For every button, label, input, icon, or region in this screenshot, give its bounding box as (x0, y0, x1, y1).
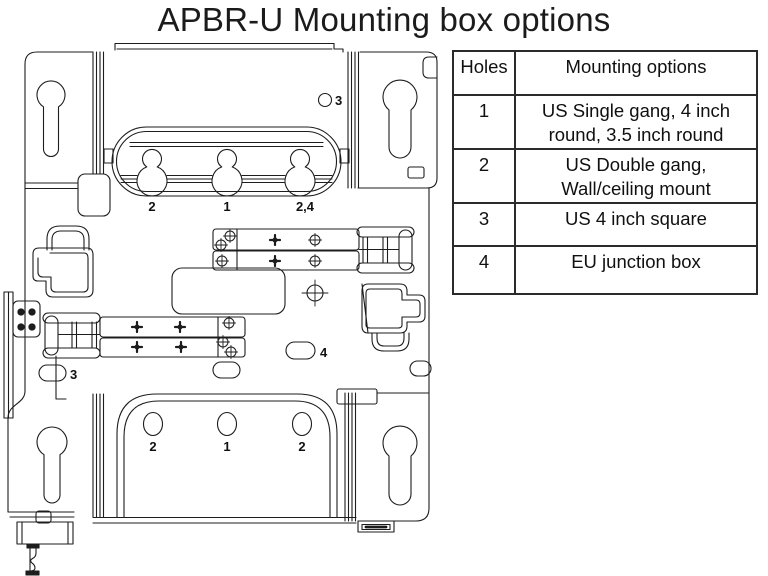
bottom-left-tab (16, 510, 74, 545)
keyhole-slot-bottom-right (382, 425, 418, 506)
crosshair-target (301, 279, 329, 307)
square-box-hole (317, 92, 333, 108)
bottom-hole-3 (291, 411, 313, 437)
center-window-cutout (171, 267, 286, 315)
keyhole-top-3 (284, 148, 316, 197)
label-left-slot: 3 (70, 367, 77, 382)
bottom-hole-1 (142, 411, 164, 437)
oval-slot-3 (38, 364, 67, 382)
hole-number-cell: 1 (452, 94, 516, 150)
keyhole-top-2 (211, 148, 243, 197)
keyhole-top-1 (136, 148, 168, 197)
left-flange (7, 51, 111, 518)
table-row: 2 US Double gang, Wall/ceiling mount (452, 147, 758, 204)
hole-number-cell: 4 (452, 244, 516, 295)
label-top-slot-center: 1 (223, 199, 230, 214)
label-top-slot-right: 2,4 (296, 199, 315, 214)
lower-rail (42, 312, 246, 360)
mounting-options-table: Holes Mounting options 1 US Single gang,… (452, 50, 758, 295)
keyhole-slot-top-left (36, 80, 66, 157)
label-bottom-hole-center: 1 (223, 439, 230, 454)
holes-header-cell: Holes (452, 50, 516, 96)
hole-number-cell: 2 (452, 147, 516, 204)
label-bottom-hole-right: 2 (298, 439, 305, 454)
label-center-slot: 4 (320, 345, 328, 360)
table-row: 4 EU junction box (452, 244, 758, 295)
hole-number-cell: 3 (452, 201, 516, 247)
table-row: 3 US 4 inch square (452, 201, 758, 247)
option-cell: US Double gang, Wall/ceiling mount (514, 147, 758, 204)
table-header-row: Holes Mounting options (452, 50, 758, 96)
label-bottom-hole-left: 2 (149, 439, 156, 454)
left-strip-bracket (3, 291, 67, 419)
label-top-circle: 3 (335, 93, 342, 108)
latch-cutout-right (361, 283, 426, 352)
oval-slot-4 (285, 341, 316, 360)
latch-cutout-left (32, 225, 94, 298)
bottom-arch-cutout (92, 393, 357, 524)
option-cell: US 4 inch square (514, 201, 758, 247)
page-title: APBR-U Mounting box options (157, 1, 611, 38)
top-stadium-cutout (103, 126, 350, 197)
plate-top-edge (114, 42, 344, 53)
options-header-cell: Mounting options (514, 50, 758, 96)
keyhole-slot-top-right (382, 79, 418, 159)
upper-rail (212, 226, 415, 274)
option-cell: EU junction box (514, 244, 758, 295)
option-cell: US Single gang, 4 inch round, 3.5 inch r… (514, 94, 758, 150)
oval-slot-center (212, 361, 241, 379)
keyhole-slot-bottom-left (36, 426, 68, 504)
oval-slot-right (409, 360, 432, 377)
label-top-slot-left: 2 (148, 199, 155, 214)
bottom-hole-2 (216, 411, 238, 437)
right-flange (336, 51, 438, 533)
ground-wire-hook (25, 543, 40, 576)
table-row: 1 US Single gang, 4 inch round, 3.5 inch… (452, 94, 758, 150)
